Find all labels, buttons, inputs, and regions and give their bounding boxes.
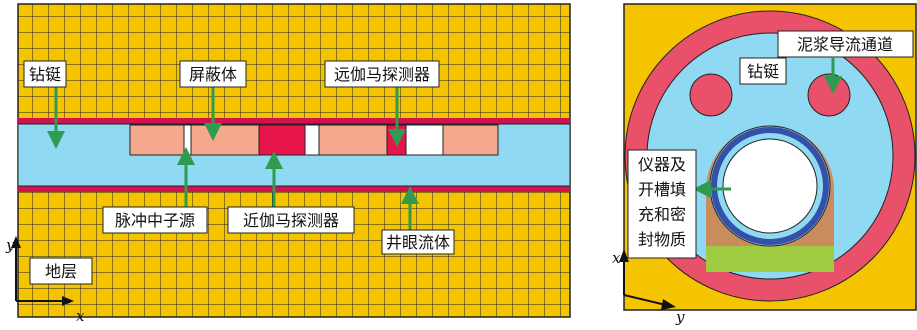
near-detector-gap	[304, 124, 320, 156]
neutron-source-gap	[183, 124, 192, 156]
label-shield: 屏蔽体	[189, 65, 237, 84]
label-drill-collar: 钻铤	[29, 65, 61, 84]
axis-diagonal-arrow	[623, 294, 667, 306]
label-box-neutron-source	[102, 206, 208, 234]
label-box-filler	[627, 149, 697, 259]
mud-channel-right	[807, 73, 851, 117]
label-drill-collar-right: 钻铤	[747, 62, 779, 81]
housing-fill-green	[706, 246, 834, 272]
mud-channel-left	[689, 73, 733, 117]
label-box-formation	[29, 257, 93, 285]
axis-x-head	[62, 296, 74, 306]
left-panel: 钻铤 屏蔽体 远伽马探测器 脉冲中子源 近伽马探测器 井眼流体 地层 y x	[5, 3, 571, 325]
instrument-pressure-ring	[711, 127, 829, 245]
instrument-bore	[722, 138, 818, 234]
axis-y-head	[11, 236, 21, 248]
axis-x-label: x	[76, 307, 85, 325]
label-filler-line3: 充和密	[638, 205, 686, 224]
axis-diagonal-head	[661, 299, 676, 310]
bore-wall-top	[18, 118, 570, 124]
label-box-shield	[179, 60, 247, 88]
far-detector-gap	[405, 124, 444, 156]
label-formation: 地层	[45, 262, 77, 281]
axis-x-label-right: x	[612, 249, 621, 267]
axis-y-label: y	[5, 236, 15, 254]
label-near-detector: 近伽马探测器	[243, 211, 339, 230]
label-box-far-detector	[324, 60, 440, 88]
label-box-drill-collar-right	[739, 57, 787, 85]
label-mud-channel: 泥浆导流通道	[797, 35, 893, 54]
label-filler-line2: 开槽填	[638, 180, 686, 199]
axis-vertical-head	[619, 249, 629, 262]
label-box-borehole-fluid	[381, 229, 455, 255]
label-box-mud-channel	[777, 30, 914, 58]
label-filler-line4: 封物质	[638, 230, 686, 249]
label-borehole-fluid: 井眼流体	[386, 233, 450, 252]
label-filler-line1: 仪器及	[638, 155, 686, 174]
label-box-drill-collar	[23, 60, 67, 88]
right-panel: 泥浆导流通道 钻铤 仪器及 开槽填 充和密 封物质 x y	[612, 3, 917, 326]
label-box-near-detector	[227, 206, 355, 234]
axis-y-label-right: y	[675, 308, 685, 325]
label-far-detector: 远伽马探测器	[334, 65, 430, 84]
near-detector-crystal	[258, 124, 306, 156]
label-neutron-source: 脉冲中子源	[115, 211, 195, 230]
bore-wall-bottom	[18, 186, 570, 192]
